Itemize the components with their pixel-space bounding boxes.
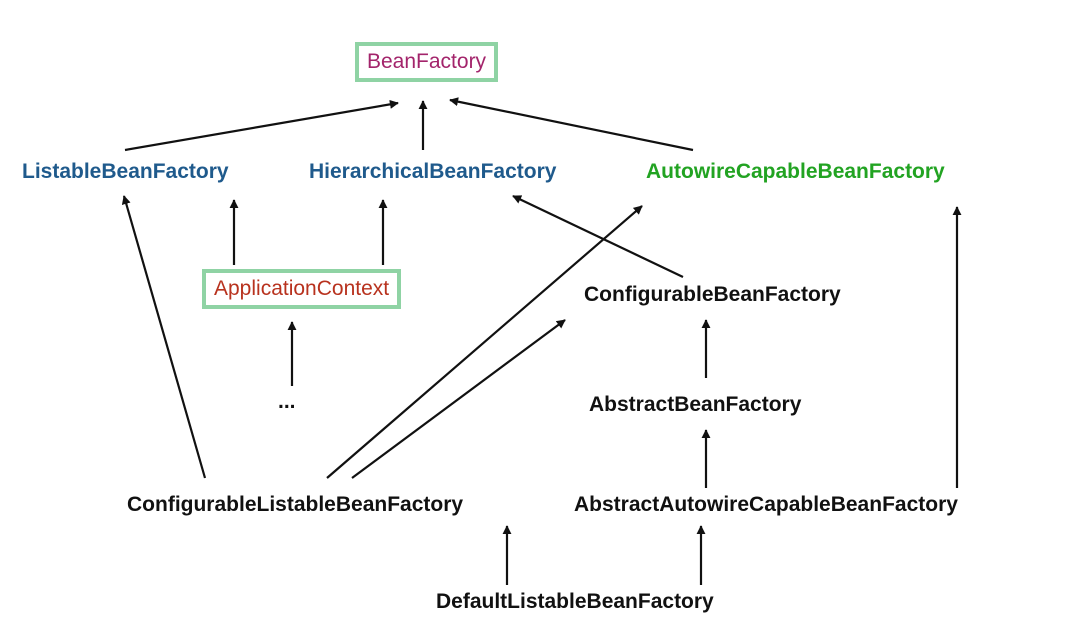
arrow-autowire-to-beanfactory [449, 97, 694, 152]
node-abstract-autowire-capable-bean-factory: AbstractAutowireCapableBeanFactory [574, 493, 958, 516]
node-listable-bean-factory: ListableBeanFactory [22, 160, 229, 183]
arrow-configlistable-to-listable [121, 195, 207, 479]
node-application-context: ApplicationContext [202, 269, 402, 309]
node-ellipsis: ... [278, 390, 296, 413]
arrow-configurable-to-hierarchical [512, 195, 684, 278]
node-configurable-bean-factory: ConfigurableBeanFactory [584, 283, 841, 306]
node-abstract-bean-factory: AbstractBeanFactory [589, 393, 802, 416]
node-configurable-listable-bean-factory: ConfigurableListableBeanFactory [127, 493, 464, 516]
node-default-listable-bean-factory: DefaultListableBeanFactory [436, 590, 714, 613]
node-autowire-capable-bean-factory: AutowireCapableBeanFactory [646, 160, 945, 183]
node-bean-factory: BeanFactory [355, 42, 499, 82]
arrow-configlistable-to-autowire [326, 205, 643, 479]
arrow-configlistable-to-configurable [351, 319, 566, 479]
node-hierarchical-bean-factory: HierarchicalBeanFactory [309, 160, 557, 183]
arrow-listable-to-beanfactory [124, 99, 399, 152]
